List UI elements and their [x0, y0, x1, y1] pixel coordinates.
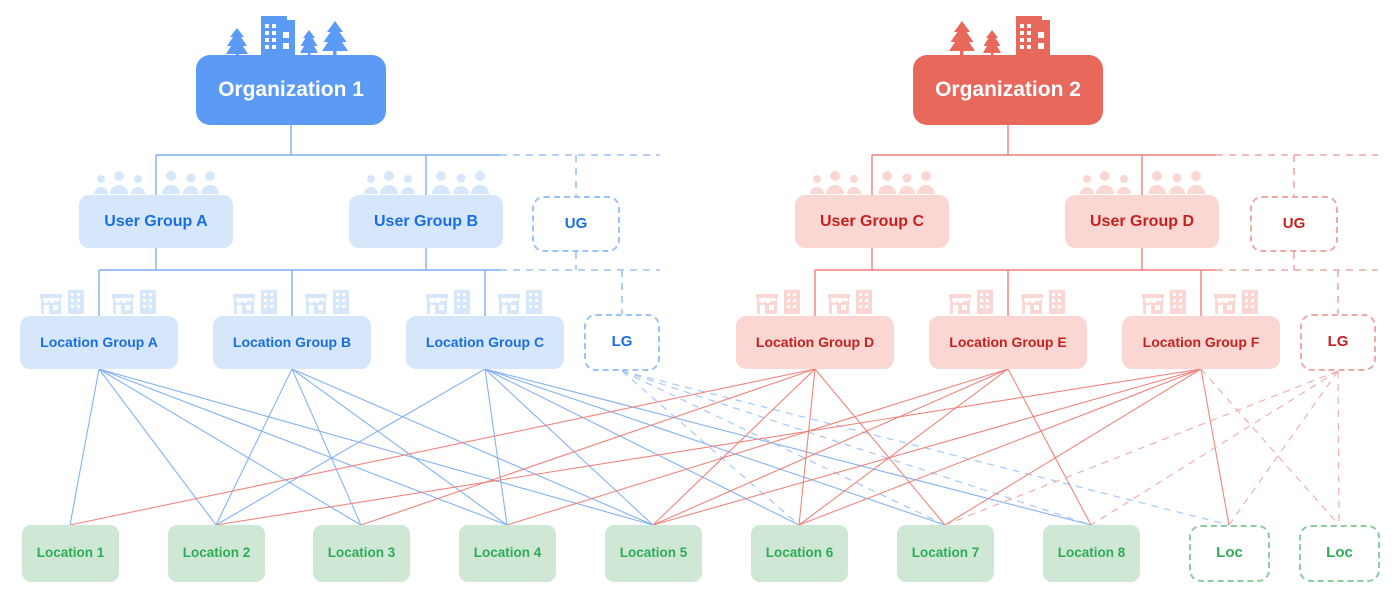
lg-ghost-blue-location-edges	[621, 370, 1230, 526]
org2-tree-edges	[814, 125, 1216, 316]
organization-label: Organization 1	[218, 78, 364, 102]
org2-ghost-edges	[1216, 154, 1378, 314]
user-group-placeholder-red[interactable]: UG	[1250, 196, 1338, 252]
user-group-node-a[interactable]: User Group A	[79, 195, 233, 248]
location-placeholder-2[interactable]: Loc	[1299, 525, 1380, 582]
user-group-node-b[interactable]: User Group B	[349, 195, 503, 248]
placeholder-label: Loc	[1216, 544, 1243, 562]
location-group-node-a[interactable]: Location Group A	[20, 316, 178, 369]
location-label: Location 5	[619, 545, 688, 561]
location-group-label: Location Group E	[949, 333, 1067, 350]
location-group-label: Location Group A	[40, 333, 158, 350]
location-group-node-e[interactable]: Location Group E	[929, 316, 1087, 369]
organization-label: Organization 2	[935, 78, 1081, 102]
city-skyline-icon-org1	[226, 16, 348, 57]
placeholder-label: UG	[564, 214, 588, 232]
location-node-7[interactable]: Location 7	[897, 525, 994, 582]
shops-icon-lgc	[426, 290, 542, 314]
user-group-label: User Group B	[373, 212, 478, 230]
org1-ghost-edges	[500, 154, 660, 314]
people-icon-ugb	[364, 171, 489, 194]
location-node-3[interactable]: Location 3	[313, 525, 410, 582]
location-group-placeholder-red[interactable]: LG	[1300, 314, 1376, 371]
location-label: Location 4	[473, 545, 542, 561]
people-icon-ugd	[1080, 171, 1205, 194]
location-group-label: Location Group D	[755, 333, 875, 350]
location-node-2[interactable]: Location 2	[168, 525, 265, 582]
lgb-location-edges	[215, 368, 654, 526]
lge-location-edges	[506, 368, 1092, 526]
user-group-node-d[interactable]: User Group D	[1065, 195, 1219, 248]
location-node-6[interactable]: Location 6	[751, 525, 848, 582]
location-group-label: Location Group C	[425, 333, 545, 350]
location-label: Location 7	[911, 545, 980, 561]
location-label: Location 6	[765, 545, 834, 561]
organization-node-1[interactable]: Organization 1	[196, 55, 386, 125]
location-placeholder-1[interactable]: Loc	[1189, 525, 1270, 582]
placeholder-label: LG	[611, 333, 633, 351]
user-group-node-c[interactable]: User Group C	[795, 195, 949, 248]
location-node-1[interactable]: Location 1	[22, 525, 119, 582]
location-label: Location 2	[182, 545, 251, 561]
location-label: Location 3	[327, 545, 396, 561]
organization-node-2[interactable]: Organization 2	[913, 55, 1103, 125]
city-skyline-icon-org2	[949, 16, 1050, 56]
user-group-placeholder-blue[interactable]: UG	[532, 196, 620, 252]
location-group-label: Location Group F	[1142, 333, 1260, 350]
people-icon-uga	[94, 171, 219, 194]
location-group-node-c[interactable]: Location Group C	[406, 316, 564, 369]
shops-icon-lge	[949, 290, 1065, 314]
location-group-label: Location Group B	[232, 333, 352, 350]
placeholder-label: Loc	[1326, 544, 1353, 562]
location-node-5[interactable]: Location 5	[605, 525, 702, 582]
lgc-location-edges	[215, 368, 1092, 526]
placeholder-label: LG	[1327, 333, 1349, 351]
location-node-8[interactable]: Location 8	[1043, 525, 1140, 582]
lga-location-edges	[69, 368, 654, 526]
location-group-node-d[interactable]: Location Group D	[736, 316, 894, 369]
location-node-4[interactable]: Location 4	[459, 525, 556, 582]
org1-tree-edges	[98, 125, 500, 316]
placeholder-label: UG	[1282, 214, 1306, 232]
lg-ghost-red-location-edges	[944, 368, 1340, 526]
shops-icon-lgd	[756, 290, 872, 314]
lgd-location-edges	[69, 368, 946, 526]
user-group-label: User Group A	[104, 212, 208, 230]
location-group-node-b[interactable]: Location Group B	[213, 316, 371, 369]
location-label: Location 8	[1057, 545, 1126, 561]
location-label: Location 1	[36, 545, 105, 561]
shops-icon-lga	[40, 290, 156, 314]
shops-icon-lgf	[1142, 290, 1258, 314]
location-group-placeholder-blue[interactable]: LG	[584, 314, 660, 371]
user-group-label: User Group C	[819, 212, 924, 230]
lgf-location-edges	[215, 368, 1230, 526]
location-group-node-f[interactable]: Location Group F	[1122, 316, 1280, 369]
user-group-label: User Group D	[1089, 212, 1194, 230]
shops-icon-lgb	[233, 290, 349, 314]
people-icon-ugc	[810, 171, 935, 194]
